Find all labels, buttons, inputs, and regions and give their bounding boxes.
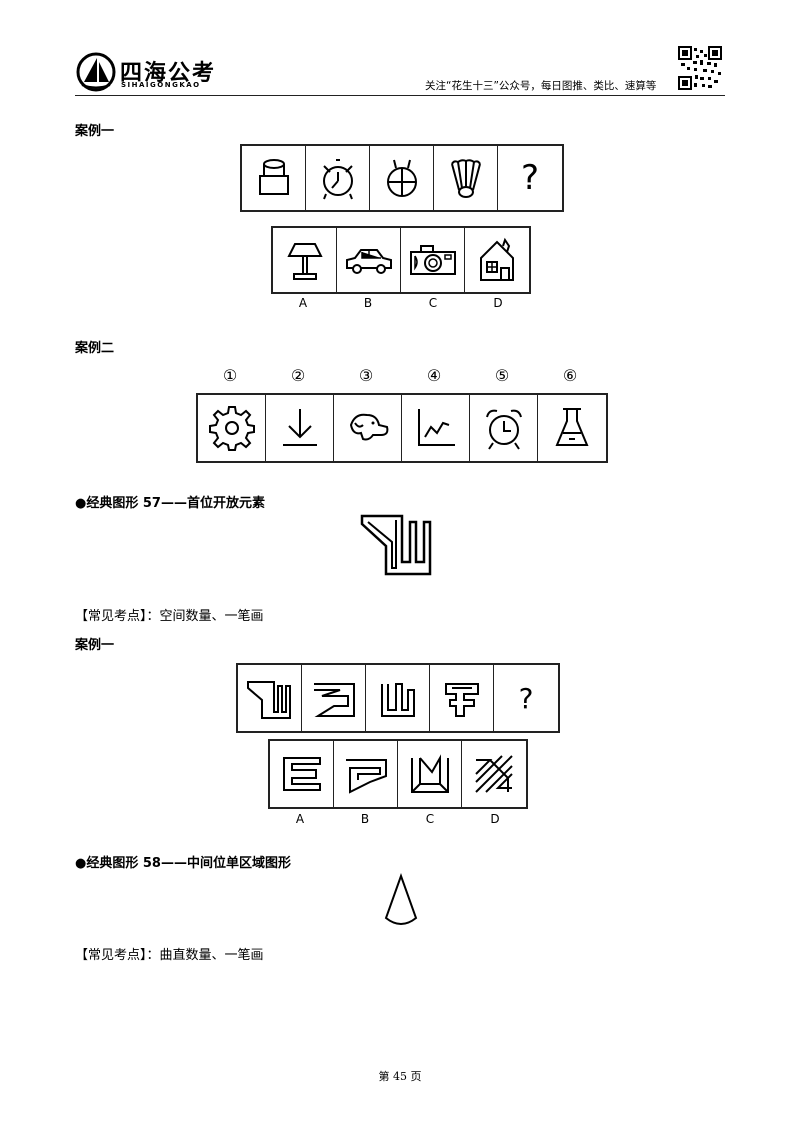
classic58-cone-figure [384, 873, 418, 925]
case1-q4-cell [434, 146, 498, 210]
beetle-icon [386, 159, 417, 197]
case1-option-c-cell[interactable] [401, 228, 465, 292]
open-shape-2-icon [313, 683, 355, 717]
option-b-figure [345, 759, 387, 794]
case1-options-row [271, 226, 531, 294]
case2-row [196, 393, 608, 463]
open-shape-1-icon [246, 681, 291, 719]
case3-question-row: ? [236, 663, 560, 733]
case2-number-6: ⑥ [562, 366, 578, 385]
option-a-figure [282, 757, 321, 791]
case3-option-d-cell[interactable] [462, 741, 526, 807]
case2-cell-3 [334, 395, 402, 461]
case2-cell-2 [266, 395, 334, 461]
open-shape-3-icon [380, 683, 415, 717]
case1-q1-cell [242, 146, 306, 210]
case2-number-1: ① [222, 366, 238, 385]
case1-question-row: ? [240, 144, 564, 212]
question-mark: ? [518, 681, 534, 715]
case3-q1-cell [238, 665, 302, 731]
dog-head-icon [349, 413, 388, 441]
case3-option-d-label: D [490, 812, 500, 826]
case2-cell-5 [470, 395, 538, 461]
car-icon [345, 249, 392, 274]
brand-name: 四海公考 [120, 61, 217, 86]
case1-title: 案例一 [75, 124, 115, 139]
option-d-figure [475, 755, 513, 793]
case3-q3-cell [366, 665, 430, 731]
case3-q5-cell: ? [494, 665, 558, 731]
case1-option-b-label: B [363, 296, 373, 310]
case2-number-4: ④ [426, 366, 442, 385]
case2-cell-6 [538, 395, 606, 461]
classic57-points: 【常见考点】：空间数量、一笔画 [75, 609, 264, 624]
case3-option-c-label: C [425, 812, 435, 826]
open-shape-4-icon [444, 683, 479, 717]
alarm-clock-icon [322, 159, 353, 200]
classic58-title: ●经典图形 58——中间位单区域图形 [75, 856, 291, 871]
case3-title: 案例一 [75, 638, 115, 653]
case2-title: 案例二 [75, 341, 115, 356]
classic57-example-figure [360, 514, 432, 576]
case1-option-d-label: D [493, 296, 503, 310]
case1-option-a-cell[interactable] [273, 228, 337, 292]
case2-cell-1 [198, 395, 266, 461]
alarm-clock-icon [485, 409, 522, 450]
shuttlecock-icon [450, 159, 481, 198]
case1-q2-cell [306, 146, 370, 210]
case1-option-d-cell[interactable] [465, 228, 529, 292]
case2-number-3: ③ [358, 366, 374, 385]
question-mark: ? [520, 158, 540, 198]
classic58-points: 【常见考点】：曲直数量、一笔画 [75, 948, 264, 963]
sailboat-logo-icon [76, 52, 116, 92]
header-divider [75, 95, 725, 96]
case2-number-2: ② [290, 366, 306, 385]
classic57-title: ●经典图形 57——首位开放元素 [75, 496, 265, 511]
case1-q3-cell [370, 146, 434, 210]
case3-option-c-cell[interactable] [398, 741, 462, 807]
page-number: 第 45 页 [378, 1070, 422, 1083]
case3-option-a-cell[interactable] [270, 741, 334, 807]
case1-option-a-label: A [298, 296, 308, 310]
case1-q5-cell: ? [498, 146, 562, 210]
case3-q2-cell [302, 665, 366, 731]
case3-options-row [268, 739, 528, 809]
qr-code-icon [678, 46, 722, 90]
gear-icon [208, 406, 255, 451]
case2-cell-4 [402, 395, 470, 461]
house-icon [480, 237, 514, 281]
header-note: 关注“花生十三”公众号，每日图推、类比、速算等 [425, 80, 657, 92]
case1-option-b-cell[interactable] [337, 228, 401, 292]
case3-option-a-label: A [295, 812, 305, 826]
case2-number-5: ⑤ [494, 366, 510, 385]
option-c-figure [410, 754, 449, 793]
case1-option-c-label: C [428, 296, 438, 310]
lamp-icon [286, 243, 323, 280]
download-arrow-icon [282, 409, 317, 446]
brand-subtitle: SIHAIGONGKAO [121, 81, 201, 89]
case3-option-b-label: B [360, 812, 370, 826]
case3-option-b-cell[interactable] [334, 741, 398, 807]
cylinder-on-box-icon [258, 159, 289, 195]
line-chart-icon [417, 409, 455, 446]
case3-q4-cell [430, 665, 494, 731]
camera-icon [409, 245, 456, 275]
flask-icon [555, 408, 589, 446]
